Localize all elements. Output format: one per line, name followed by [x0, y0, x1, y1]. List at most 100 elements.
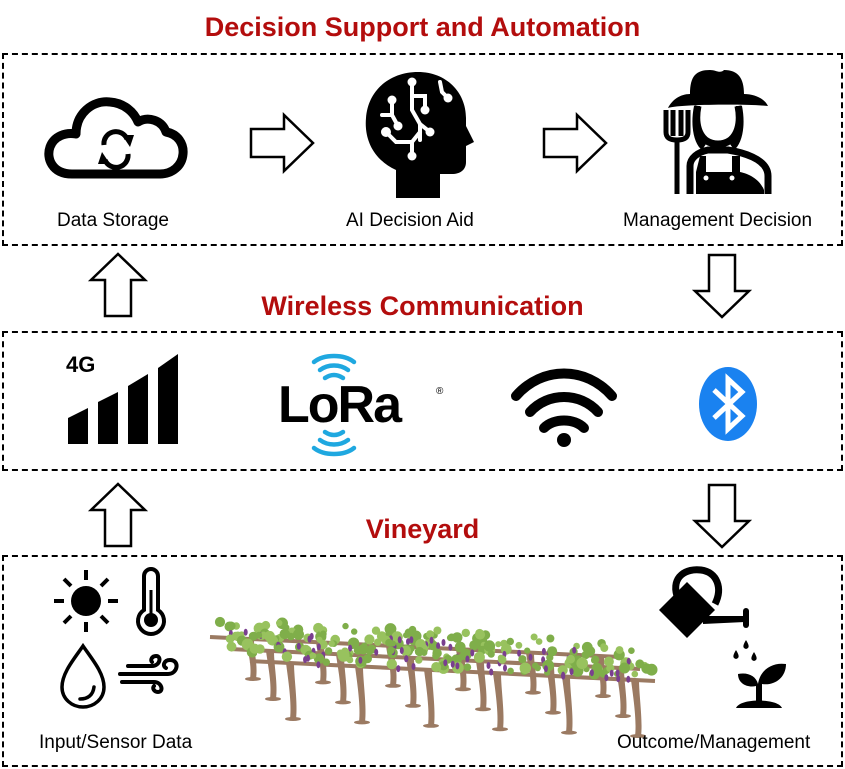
vine-leaf — [432, 652, 440, 660]
section-title-wireless: Wireless Communication — [261, 291, 584, 321]
vine-trunk-base — [405, 703, 421, 708]
vine-leaf — [275, 644, 283, 652]
grape-cluster — [517, 649, 522, 657]
vine-leaf — [364, 634, 375, 645]
vine-leaf — [384, 623, 397, 635]
vine-leaf — [600, 644, 609, 652]
grape-cluster — [399, 647, 404, 654]
grape-cluster — [348, 644, 353, 652]
vine-trunk — [424, 669, 435, 726]
decision-support-box — [2, 53, 843, 246]
vine-leaf — [557, 665, 568, 676]
vine-leaf — [414, 646, 425, 657]
vine-leaf — [515, 641, 523, 649]
vine-trunk-base — [265, 696, 281, 701]
thermometer-icon — [136, 567, 166, 636]
grape-cluster — [429, 636, 434, 644]
vine-leaf — [524, 647, 531, 654]
label-management-decision: Management Decision — [623, 210, 813, 231]
vine-trunk-base — [492, 727, 508, 732]
vine-trunk-base — [455, 687, 471, 692]
vine-leaf — [451, 632, 463, 643]
vine-leaf — [534, 664, 541, 672]
vine-leaf — [385, 638, 393, 647]
vine-leaf — [322, 658, 330, 666]
vineyard-box — [2, 555, 843, 767]
vine-leaf — [519, 662, 531, 674]
grape-cluster — [296, 642, 301, 650]
vine-leaf — [500, 643, 512, 655]
vine-leaf — [366, 649, 373, 656]
vine-trunk-base — [475, 707, 491, 712]
vine-leaf — [483, 640, 496, 652]
vine-leaf — [581, 641, 593, 653]
vine-leaf — [404, 628, 413, 637]
vine-leaf — [226, 641, 237, 652]
grape-cluster — [465, 655, 470, 663]
vine-leaf — [225, 634, 235, 644]
grape-cluster — [615, 669, 620, 677]
vine-leaf — [232, 631, 239, 639]
farmer-icon — [663, 70, 772, 194]
grape-cluster — [626, 657, 631, 665]
grape-cluster — [397, 636, 402, 644]
vine-leaf — [374, 638, 382, 646]
vine-leaf — [433, 626, 442, 635]
vine-leaf — [507, 667, 514, 675]
vine-trunk — [355, 666, 366, 723]
arrow-right-icon — [542, 112, 608, 174]
sun-icon — [54, 570, 118, 632]
vine-trunk-base — [525, 690, 541, 695]
grape-cluster — [406, 638, 410, 646]
lora-logo: LoRa ® — [278, 353, 444, 457]
vine-leaf — [644, 666, 651, 674]
vine-leaf — [535, 638, 543, 645]
vine-leaf — [495, 641, 502, 648]
water-drop-icon — [60, 642, 106, 709]
trademark-symbol: ® — [436, 386, 444, 397]
vine-leaf — [603, 656, 614, 667]
vine-leaf — [351, 628, 358, 635]
vine-leaf — [581, 650, 590, 660]
grape-cluster — [572, 646, 577, 654]
grape-cluster — [316, 643, 321, 651]
grape-cluster — [616, 675, 621, 683]
grape-cluster — [543, 665, 548, 673]
vine-leaf — [346, 656, 354, 664]
vine-trunk — [562, 676, 573, 733]
wind-icon — [118, 653, 179, 695]
vine-trunk-base — [561, 730, 577, 735]
vine-leaf — [635, 659, 645, 669]
vine-leaf — [328, 640, 335, 647]
vine-leaf — [457, 653, 465, 661]
grape-cluster — [455, 662, 460, 670]
vine-leaf — [293, 628, 304, 640]
vine-trunk-base — [595, 694, 611, 699]
vine-leaf — [309, 652, 317, 659]
grape-cluster — [404, 655, 409, 663]
vine-leaf — [371, 626, 381, 635]
vine-trunk-base — [245, 676, 261, 681]
vine-leaf — [506, 637, 514, 646]
vine-leaf — [518, 655, 527, 664]
label-input-sensor-data: Input/Sensor Data — [39, 732, 193, 753]
vine-leaf — [566, 654, 575, 664]
vine-leaf — [546, 634, 555, 643]
grape-cluster — [243, 628, 248, 636]
vine-trunk-base — [315, 680, 331, 685]
4g-label: 4G — [66, 352, 95, 377]
vine-leaf — [324, 647, 333, 655]
vine-trunk-base — [630, 734, 646, 739]
grape-cluster — [589, 669, 594, 677]
vine-trunk — [493, 673, 504, 730]
vine-leaf — [342, 622, 349, 630]
arrow-down-icon — [691, 483, 753, 549]
vine-leaf — [319, 630, 327, 638]
grape-cluster — [303, 656, 308, 664]
vine-trunk-base — [385, 683, 401, 688]
vine-trunk-base — [423, 723, 439, 728]
vine-leaf — [431, 662, 442, 672]
vine-trunk-base — [335, 700, 351, 705]
grape-cluster — [561, 672, 566, 680]
vine-leaf — [619, 662, 630, 674]
